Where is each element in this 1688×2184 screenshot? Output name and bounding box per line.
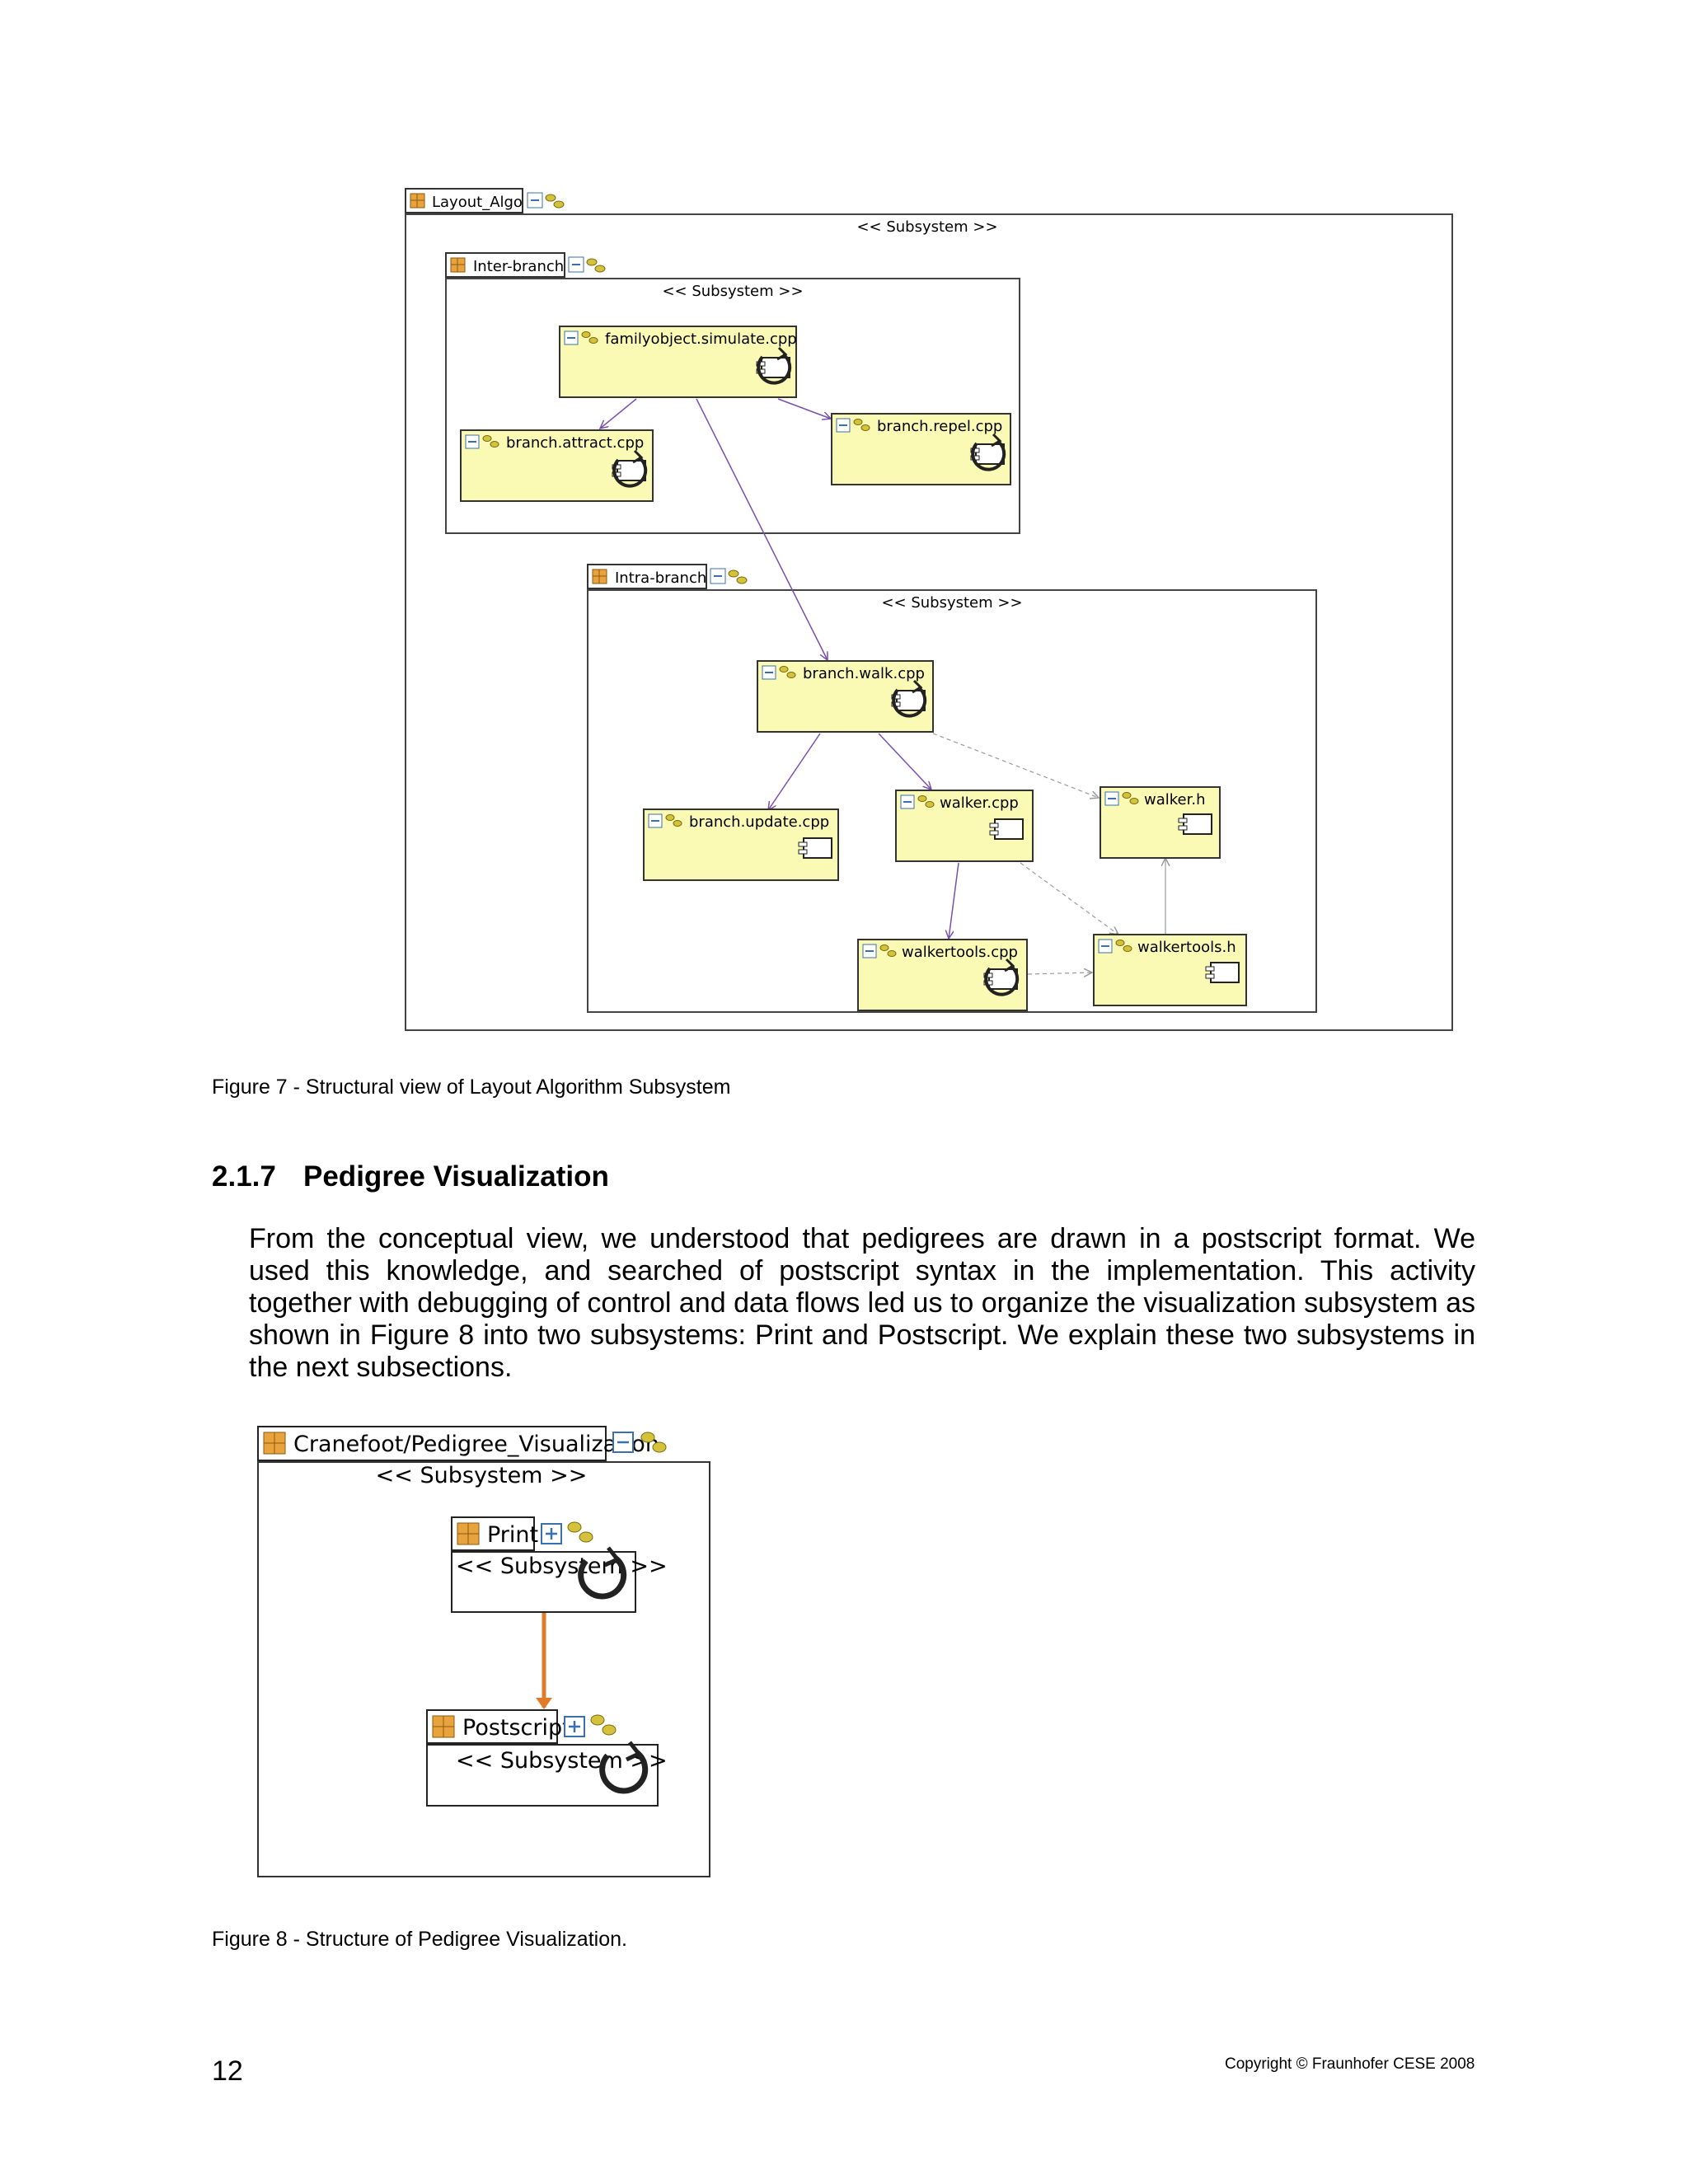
link-icon: [917, 795, 935, 808]
component-icon: [1178, 813, 1212, 835]
file-name: walkertools.h: [1137, 939, 1236, 956]
subsystem-name: Print: [487, 1522, 538, 1548]
subsystem-inter-branch: Inter-branch << Subsystem >>: [445, 252, 1020, 534]
file-name: branch.walk.cpp: [803, 665, 925, 682]
file-node-branch-attract: branch.attract.cpp: [460, 429, 654, 502]
subsystem-name: Inter-branch: [473, 258, 564, 275]
stereotype-label: << Subsystem >>: [881, 594, 1022, 612]
file-name: branch.repel.cpp: [877, 418, 1002, 435]
dependency-arrow: [1027, 972, 1092, 974]
link-icon: [853, 419, 870, 431]
link-icon: [581, 331, 598, 344]
file-name: walkertools.cpp: [902, 944, 1018, 961]
dependency-arrow: [768, 733, 821, 810]
component-icon: [1205, 962, 1240, 983]
stereotype-label: << Subsystem >>: [376, 1463, 588, 1488]
file-name: familyobject.simulate.cpp: [605, 330, 797, 348]
dependency-arrow: [600, 398, 637, 429]
dependency-arrow: [1020, 862, 1118, 935]
dependency-arrow: [777, 398, 831, 419]
cycle-icon: [599, 1741, 649, 1794]
file-node-walker-cpp: walker.cpp: [895, 790, 1034, 862]
subsystem-name: Intra-branch: [615, 569, 706, 587]
dependency-arrow: [696, 398, 828, 660]
stereotype-label: << Subsystem >>: [856, 218, 997, 236]
figure-7-caption: Figure 7 - Structural view of Layout Alg…: [212, 1076, 731, 1099]
subsystem-name: Cranefoot/Pedigree_Visualization: [293, 1432, 659, 1457]
subsystem-cranefoot-visualization: Cranefoot/Pedigree_Visualization << Subs…: [257, 1426, 710, 1877]
component-icon: [798, 837, 832, 859]
file-node-walker-h: walker.h: [1100, 786, 1221, 859]
file-node-familyobject: familyobject.simulate.cpp: [559, 326, 797, 398]
package-icon: [457, 1522, 480, 1545]
copyright-notice: Copyright © Fraunhofer CESE 2008: [1225, 2055, 1475, 2073]
component-cycle-icon: [756, 346, 792, 385]
subsystem-print: Print << Subsystem >>: [451, 1516, 668, 1613]
package-icon: [263, 1432, 286, 1455]
link-icon: [590, 1714, 617, 1736]
expand-icon[interactable]: [564, 1716, 585, 1737]
dependency-arrow: [878, 733, 931, 790]
component-cycle-icon: [891, 679, 927, 718]
file-node-branch-walk: branch.walk.cpp: [757, 660, 934, 733]
subsystem-name: Postscript: [462, 1715, 571, 1741]
package-icon: [410, 193, 425, 209]
stereotype-label: << Subsystem >>: [662, 283, 803, 300]
link-icon: [665, 814, 682, 827]
figure-8-caption: Figure 8 - Structure of Pedigree Visuali…: [212, 1928, 627, 1951]
file-node-branch-repel: branch.repel.cpp: [831, 413, 1011, 485]
section-heading: 2.1.7 Pedigree Visualization: [212, 1160, 609, 1193]
file-name: walker.cpp: [940, 794, 1019, 812]
stereotype-label: << Subsystem >>: [456, 1748, 668, 1774]
file-node-walkertools-h: walkertools.h: [1093, 934, 1247, 1006]
collapse-icon[interactable]: [612, 1432, 634, 1453]
link-icon: [567, 1521, 593, 1543]
link-icon: [640, 1432, 667, 1453]
link-icon: [545, 194, 565, 209]
subsystem-name: Layout_Algo: [432, 194, 523, 211]
dependency-arrows: [600, 398, 1165, 974]
file-node-branch-update: branch.update.cpp: [643, 808, 839, 881]
section-number: 2.1.7: [212, 1160, 276, 1193]
file-name: walker.h: [1144, 791, 1206, 808]
file-name: branch.update.cpp: [689, 813, 829, 831]
link-icon: [1115, 940, 1132, 952]
figure-7-diagram: Layout_Algo << Subsystem >> Inter-branch…: [405, 188, 1453, 1031]
component-cycle-icon: [612, 449, 648, 488]
subsystem-postscript: Postscript << Subsystem >>: [426, 1709, 668, 1807]
package-icon: [432, 1715, 455, 1738]
link-icon: [779, 666, 796, 678]
link-icon: [482, 435, 499, 448]
link-icon: [879, 944, 897, 957]
expand-icon[interactable]: [541, 1523, 562, 1544]
cycle-icon: [578, 1546, 627, 1600]
component-icon: [989, 818, 1024, 840]
link-icon: [586, 258, 606, 273]
body-paragraph: From the conceptual view, we understood …: [249, 1223, 1475, 1383]
dependency-arrow: [949, 862, 959, 939]
file-name: branch.attract.cpp: [506, 434, 644, 452]
page-number: 12: [212, 2055, 243, 2087]
component-cycle-icon: [983, 958, 1020, 996]
component-cycle-icon: [970, 433, 1006, 471]
file-node-walkertools-cpp: walkertools.cpp: [857, 939, 1028, 1011]
package-icon: [592, 569, 607, 584]
stereotype-label: << Subsystem >>: [456, 1554, 668, 1579]
package-icon: [450, 257, 466, 273]
link-icon: [728, 569, 748, 584]
section-title: Pedigree Visualization: [303, 1160, 609, 1193]
link-icon: [1122, 792, 1139, 804]
